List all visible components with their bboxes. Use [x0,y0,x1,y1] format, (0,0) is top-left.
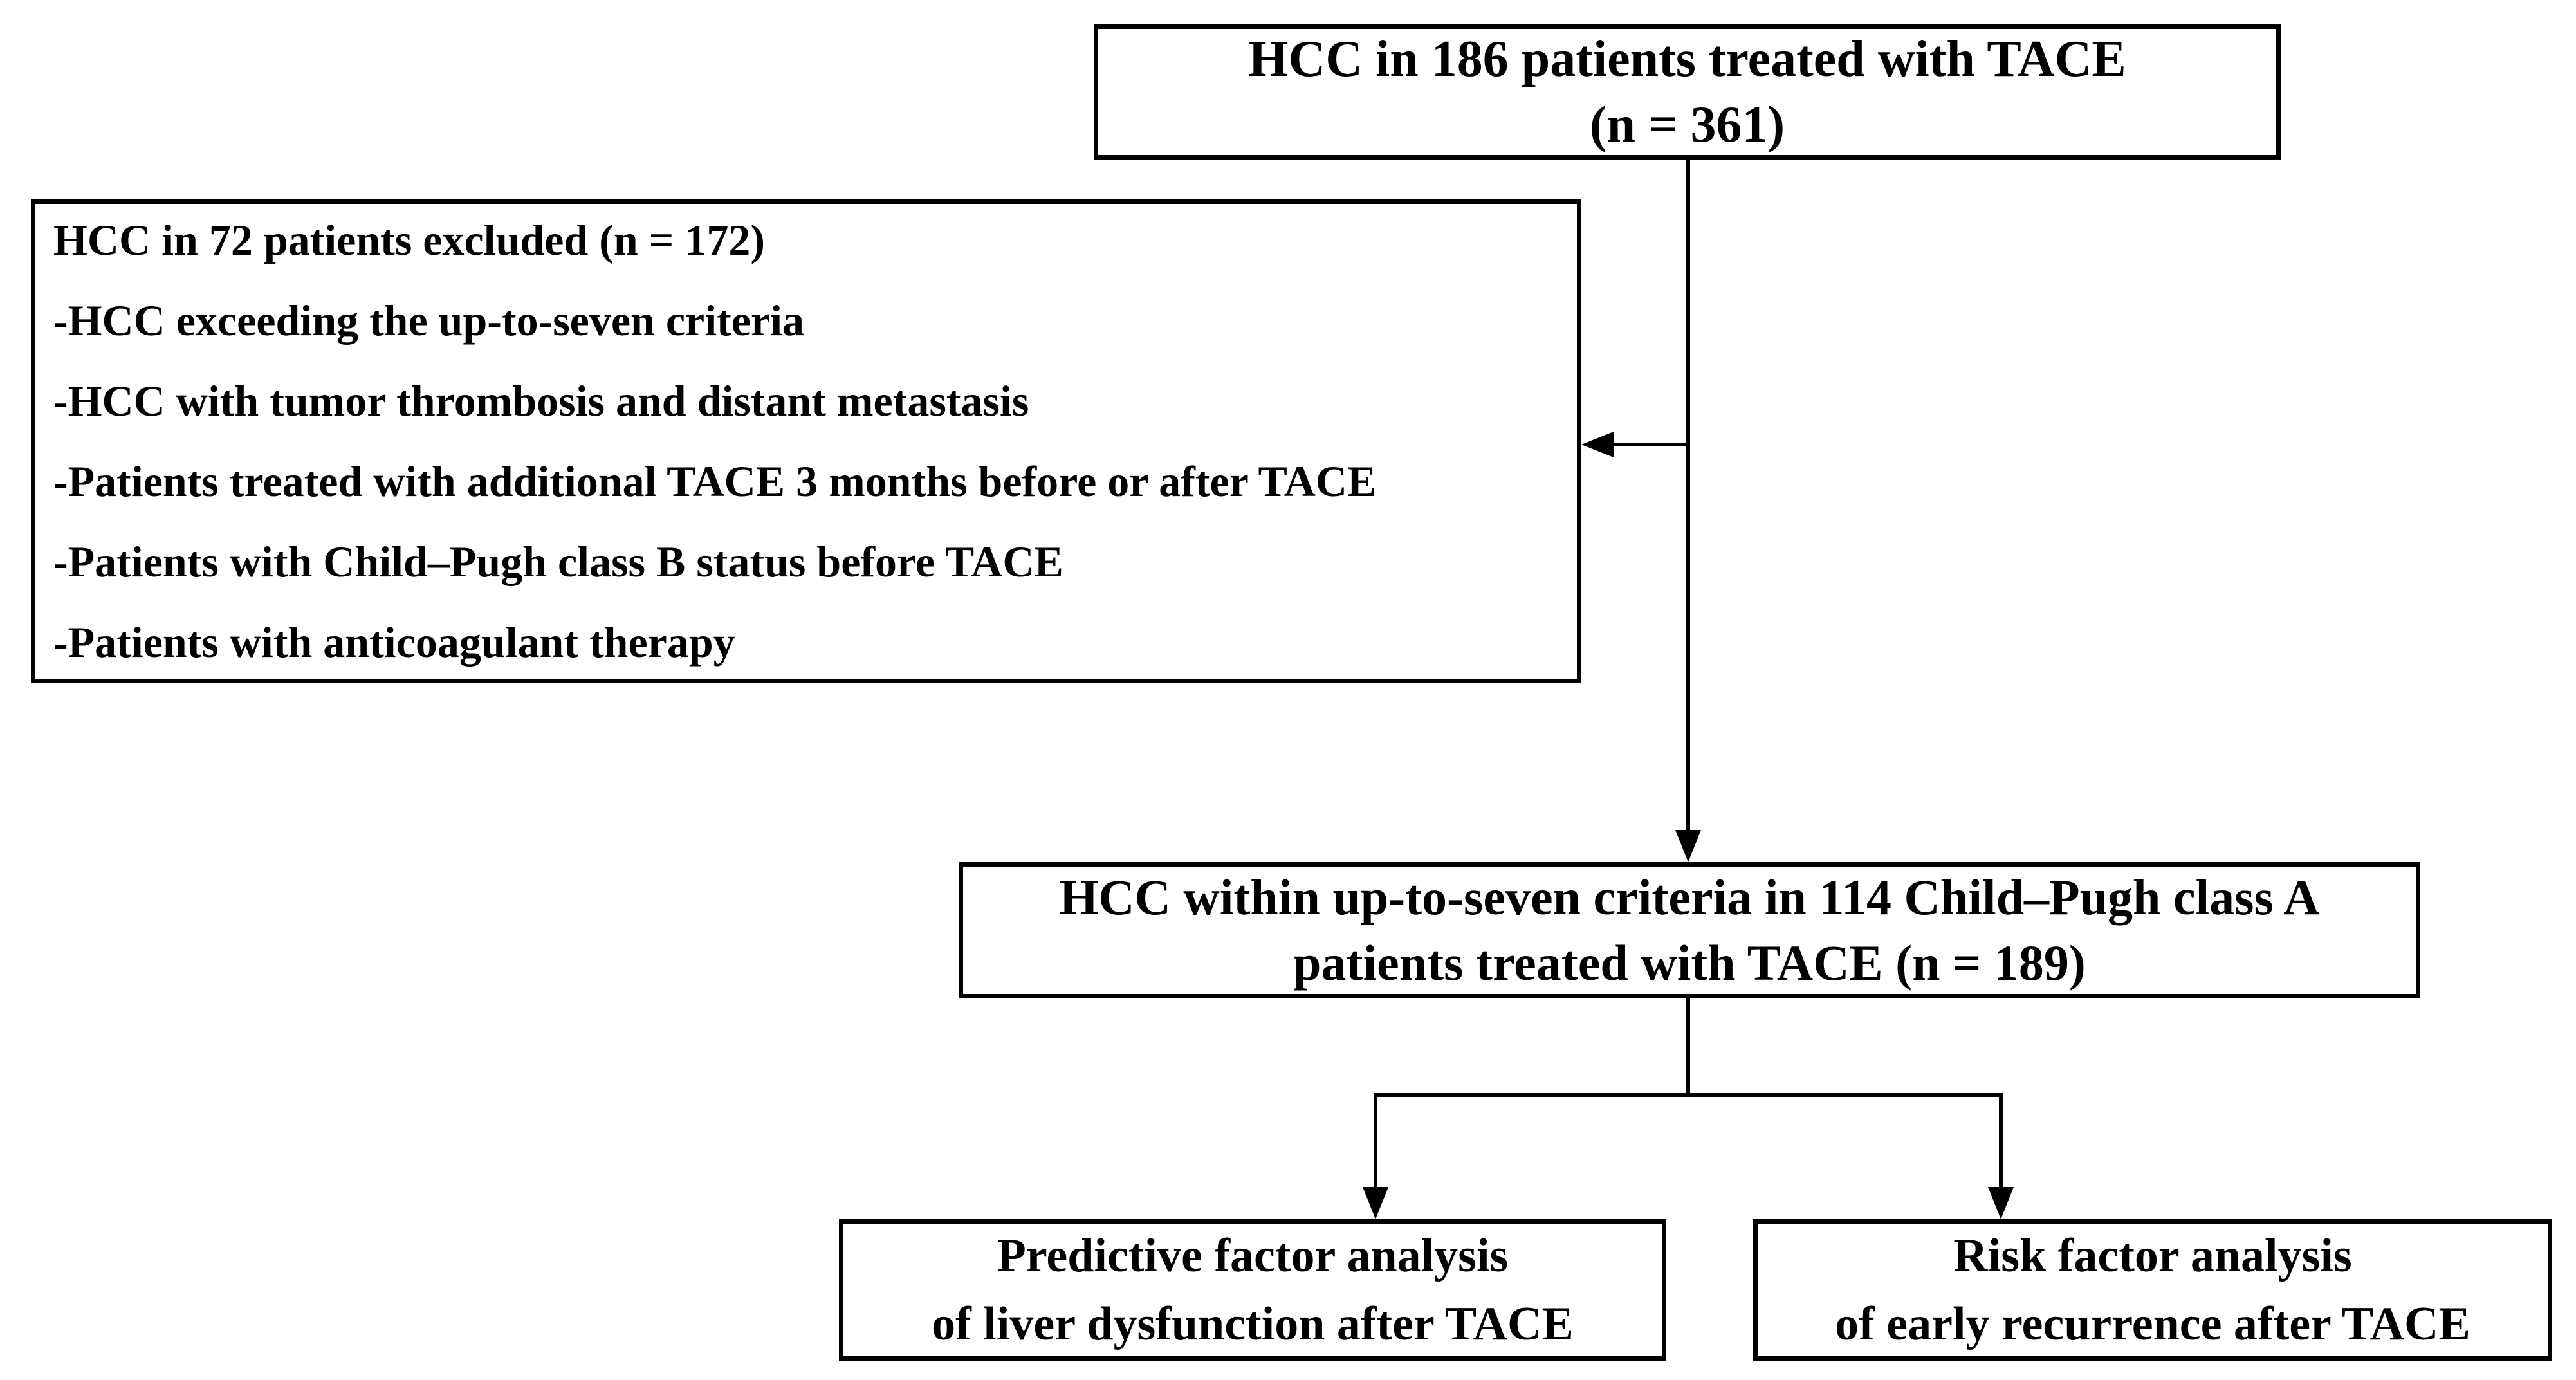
box-text-line: (n = 361) [1589,97,1785,153]
arrowhead-down-icon [1988,1187,2014,1219]
box-text-line: -Patients with Child–Pugh class B status… [53,537,1063,586]
connector-split-to-recurrence [1999,1093,2003,1188]
box-text-line: -Patients treated with additional TACE 3… [53,457,1377,506]
box-excluded-patients: HCC in 72 patients excluded (n = 172) -H… [31,199,1581,683]
connector-branch-to-excluded [1614,443,1688,446]
arrowhead-left-icon [1581,432,1614,457]
box-liver-dysfunction-analysis: Predictive factor analysis of liver dysf… [839,1219,1666,1361]
connector-eligible-to-split [1686,998,1690,1095]
box-text-line: HCC in 186 patients treated with TACE [1248,31,2126,87]
box-early-recurrence-analysis: Risk factor analysis of early recurrence… [1753,1219,2552,1361]
box-text-line: HCC within up-to-seven criteria in 114 C… [1059,869,2320,925]
arrowhead-down-icon [1675,830,1701,862]
box-eligible-cohort: HCC within up-to-seven criteria in 114 C… [959,862,2420,998]
box-text-line: Risk factor analysis [1953,1229,2352,1282]
connector-split-to-liver [1374,1093,1377,1188]
box-text-line: HCC in 72 patients excluded (n = 172) [53,216,766,264]
box-initial-cohort: HCC in 186 patients treated with TACE (n… [1094,24,2281,160]
box-text-line: -Patients with anticoagulant therapy [53,618,735,667]
connector-split-bar [1374,1093,2003,1097]
box-text-line: Predictive factor analysis [997,1229,1509,1282]
arrowhead-down-icon [1363,1187,1388,1219]
box-text-line: of early recurrence after TACE [1835,1298,2470,1350]
box-text-line: -HCC with tumor thrombosis and distant m… [53,376,1029,425]
box-text-line: of liver dysfunction after TACE [932,1298,1574,1350]
connector-initial-to-eligible [1686,160,1690,833]
box-text-line: -HCC exceeding the up-to-seven criteria [53,296,805,345]
box-text-line: patients treated with TACE (n = 189) [1293,935,2086,991]
